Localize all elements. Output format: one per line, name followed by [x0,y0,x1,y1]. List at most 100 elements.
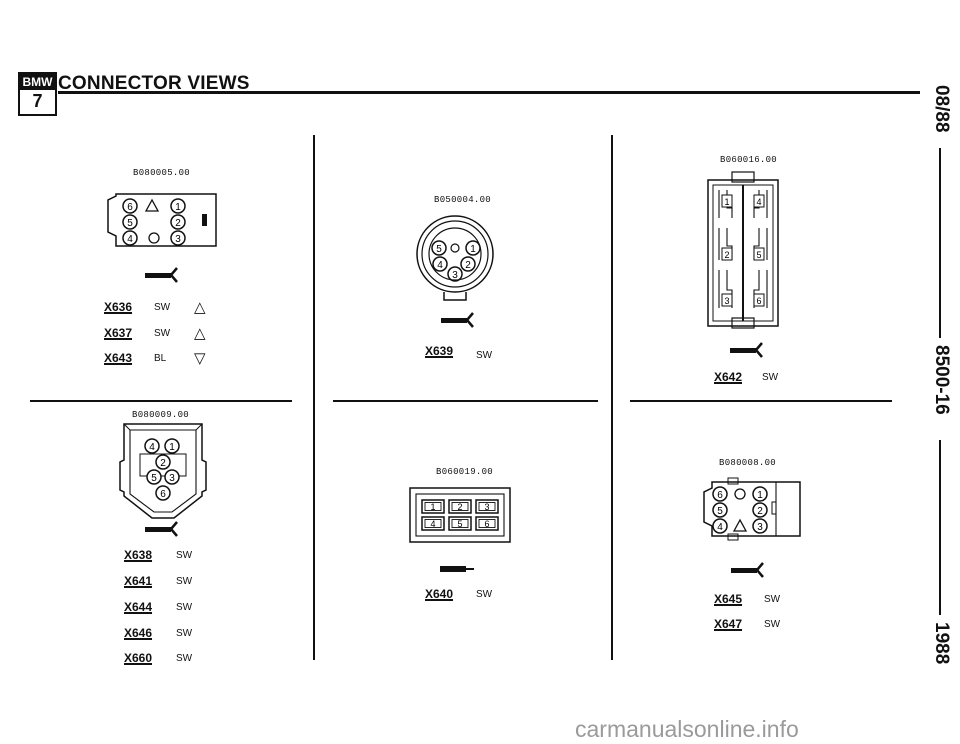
panel3-plug-symbol [730,342,763,358]
panel6-row1-color: SW [764,594,781,605]
panel5-pin-6: 6 [475,516,499,531]
panel2-plug-symbol [441,312,474,328]
svg-text:6: 6 [127,202,133,213]
svg-text:4: 4 [127,234,133,245]
svg-text:4: 4 [149,442,155,453]
panel4-pin-2: 2 [155,454,171,470]
panel5-code: B060019.00 [436,467,494,477]
sidebar-rule-1 [939,148,941,338]
panel6-pin-6: 6 [712,486,728,502]
panel4-row2-color: SW [176,576,193,587]
panel4-row3-id: X644 [124,600,153,614]
panel6-keying-triangle [732,518,748,532]
panel4-connector-diagram: 4 1 2 5 3 6 [119,423,207,519]
panel3-pin-1: 1 [721,194,733,208]
svg-text:1: 1 [169,442,175,453]
bmw-logo-text: BMW [20,74,55,90]
svg-text:3: 3 [484,502,489,512]
panel1-row3-id: X643 [104,351,133,365]
panel2-pin-4: 4 [432,256,448,272]
svg-text:1: 1 [757,490,763,501]
panel1-pin-1: 1 [170,198,186,214]
panel1-row3-color: BL [154,353,167,364]
svg-text:5: 5 [756,250,761,260]
panel1-plug-symbol [145,267,178,283]
svg-text:4: 4 [430,519,435,529]
panel4-row1-id: X638 [124,548,153,562]
panel5-row1-color: SW [476,589,493,600]
svg-text:5: 5 [457,519,462,529]
panel3-pin-5: 5 [753,247,765,261]
panel2-row1-color: SW [476,350,493,361]
svg-text:6: 6 [756,296,761,306]
svg-text:5: 5 [127,218,133,229]
panel6-connector-diagram: 6 1 5 2 4 3 [703,477,801,541]
panel2-connector-diagram: 5 1 4 2 3 [416,215,494,301]
panel1-keying-triangle [144,198,160,212]
panel4-pin-1: 1 [164,438,180,454]
panel5-plug-symbol [440,566,474,572]
sidebar-rule-2 [939,440,941,615]
sidebar-date: 08/88 [931,85,952,133]
divider-h2 [333,400,598,402]
panel4-plug-symbol [145,521,178,537]
panel4-pin-5: 5 [146,469,162,485]
panel1-pin-5: 5 [122,214,138,230]
panel6-row2-id: X647 [714,617,743,631]
panel2-code: B050004.00 [434,195,492,205]
bmw-logo: BMW 7 [18,72,57,116]
panel2-row1-id: X639 [425,344,454,358]
panel1-pin-3: 3 [170,230,186,246]
panel1-pin-6: 6 [122,198,138,214]
panel4-pin-4: 4 [144,438,160,454]
panel4-latch [139,453,187,477]
panel6-code: B080008.00 [719,458,777,468]
panel5-pin-2: 2 [448,499,472,514]
panel4-code: B080009.00 [132,410,190,420]
panel2-pin-2: 2 [460,256,476,272]
panel1-pin-2: 2 [170,214,186,230]
svg-text:2: 2 [465,260,471,271]
svg-text:3: 3 [724,296,729,306]
panel6-plug-symbol [731,562,764,578]
panel6-row2-color: SW [764,619,781,630]
panel6-pin-1: 1 [752,486,768,502]
header-rule [58,91,920,94]
svg-text:1: 1 [175,202,181,213]
svg-text:3: 3 [175,234,181,245]
panel4-row2-id: X641 [124,574,153,588]
panel1-code: B080005.00 [133,168,191,178]
panel6-pin-2: 2 [752,502,768,518]
panel4-row4-color: SW [176,628,193,639]
panel4-row3-color: SW [176,602,193,613]
svg-text:2: 2 [724,250,729,260]
divider-v2 [611,135,613,660]
bmw-logo-number: 7 [32,91,43,111]
svg-text:2: 2 [160,458,166,469]
svg-text:4: 4 [717,522,723,533]
svg-text:5: 5 [436,244,442,255]
svg-text:3: 3 [757,522,763,533]
panel5-row1-id: X640 [425,587,454,601]
panel4-pin-6: 6 [155,485,171,501]
panel6-empty-cavity [734,488,746,500]
svg-text:6: 6 [717,490,723,501]
svg-text:3: 3 [452,270,458,281]
page-title: CONNECTOR VIEWS [58,73,250,94]
panel6-pin-5: 5 [712,502,728,518]
panel3-row1-id: X642 [714,370,743,384]
svg-text:1: 1 [470,244,476,255]
panel3-row1-color: SW [762,372,779,383]
panel3-code: B060016.00 [720,155,778,165]
svg-text:1: 1 [430,502,435,512]
divider-v1 [313,135,315,660]
panel1-row3-symbol: ▽ [194,350,206,367]
panel5-pin-5: 5 [448,516,472,531]
panel4-row5-id: X660 [124,651,153,665]
svg-text:4: 4 [437,260,443,271]
panel6-pin-4: 4 [712,518,728,534]
svg-text:5: 5 [151,473,157,484]
panel1-row1-symbol: △ [194,299,206,316]
panel1-row2-id: X637 [104,326,133,340]
watermark: carmanualsonline.info [575,716,799,742]
